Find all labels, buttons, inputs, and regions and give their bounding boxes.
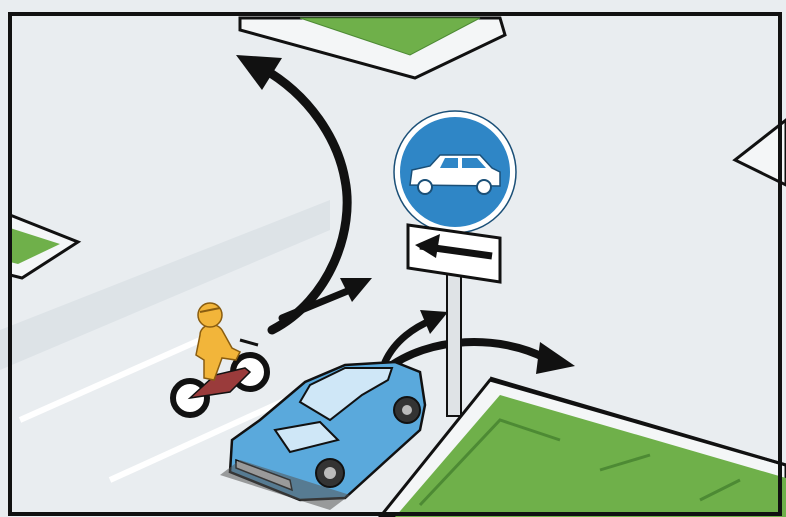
mandatory-passenger-car-sign bbox=[394, 111, 516, 233]
sign-pole bbox=[447, 258, 461, 416]
